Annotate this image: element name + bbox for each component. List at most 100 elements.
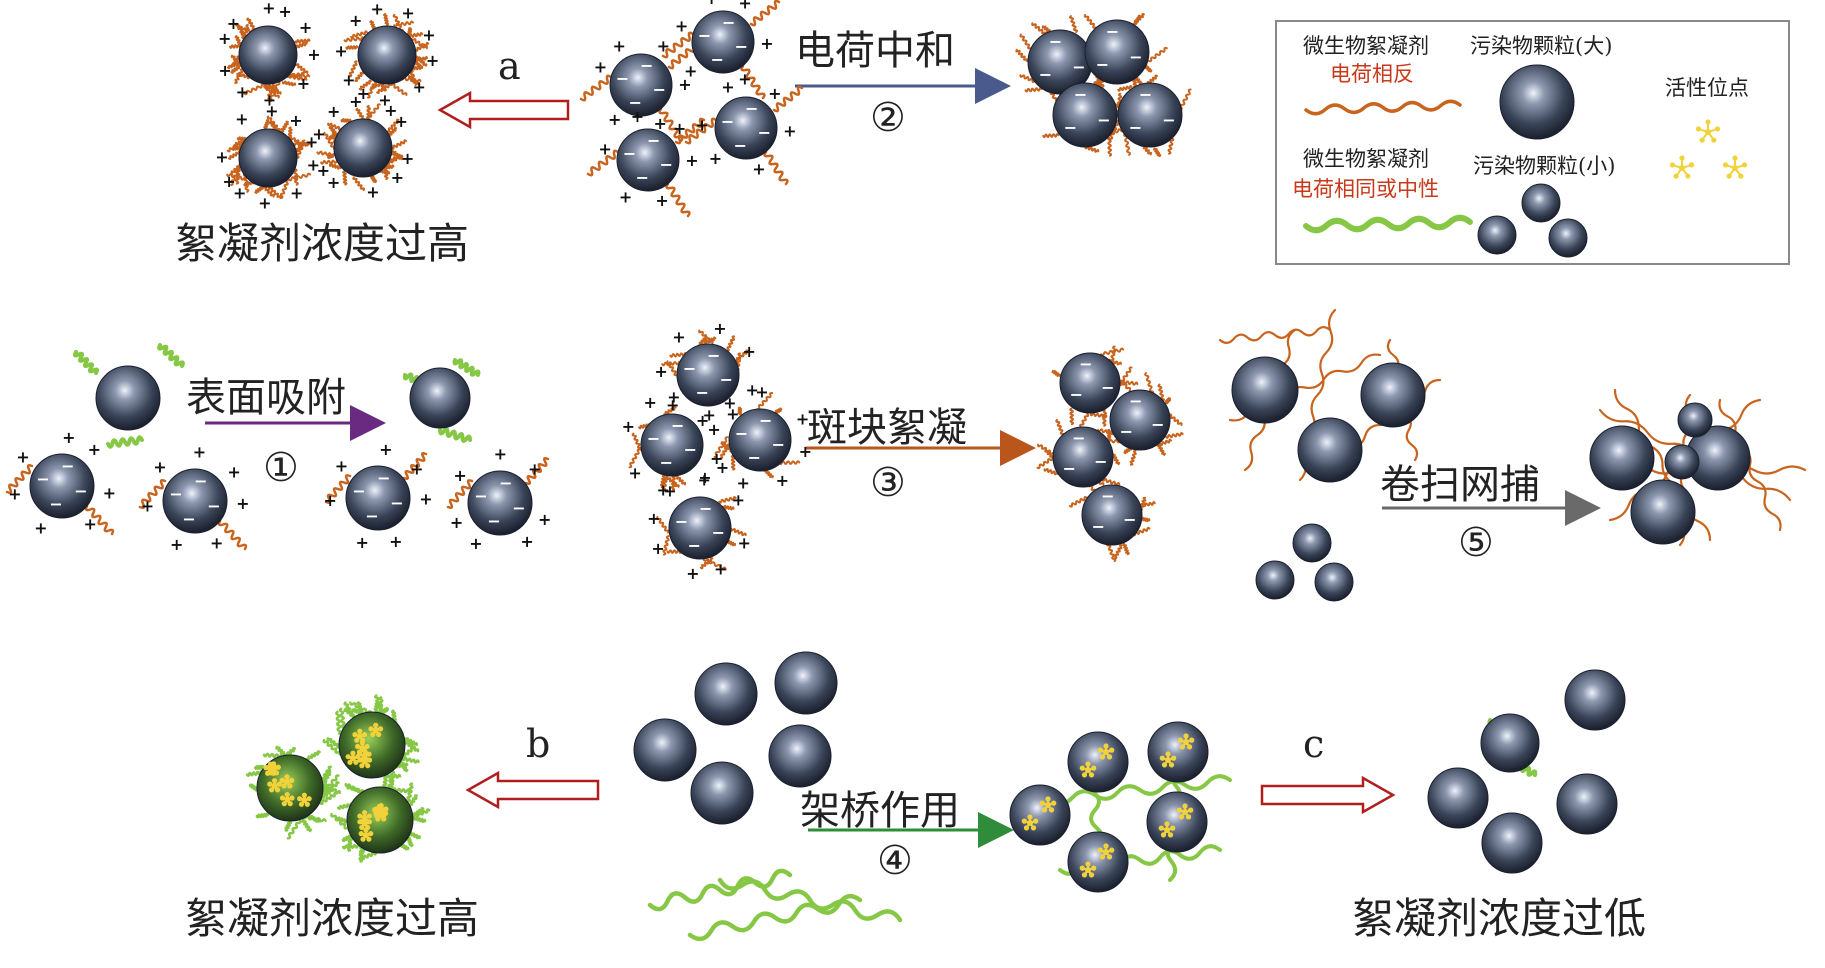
active-site-icon — [1159, 751, 1177, 768]
pollutant-particle — [690, 761, 754, 825]
flocculant-fiber — [749, 0, 781, 27]
bridging-fiber — [1048, 774, 1232, 806]
plus-charge-icon: + — [395, 112, 408, 131]
minus-charge-icon: − — [758, 123, 771, 142]
active-site-icon — [352, 728, 368, 743]
plus-charge-icon: + — [686, 564, 699, 583]
minus-charge-icon: − — [748, 448, 761, 467]
pollutant-particle — [1117, 82, 1183, 148]
minus-charge-icon: − — [365, 506, 378, 525]
particle-coat-fiber — [1106, 542, 1117, 563]
flocculant-fiber — [106, 435, 144, 449]
active-site-icon — [358, 827, 374, 842]
plus-charge-icon: + — [317, 161, 330, 180]
label-too-high-b: 絮凝剂浓度过高 — [185, 894, 480, 943]
pollutant-particle — [1297, 417, 1363, 483]
plus-charge-icon: + — [520, 532, 533, 551]
particle-coat-fiber — [322, 738, 342, 756]
plus-charge-icon: + — [222, 172, 235, 191]
active-site-icon — [357, 815, 373, 831]
particle-coat-fiber — [236, 72, 253, 80]
particle-coat-fiber — [345, 45, 359, 50]
pollutant-particle — [162, 468, 228, 534]
particle-coat-fiber — [268, 186, 282, 199]
route-letter-b: b — [526, 722, 551, 766]
minus-charge-icon: − — [36, 470, 49, 489]
particle-coat-fiber — [367, 78, 378, 99]
minus-charge-icon: − — [636, 168, 649, 187]
pollutant-particle — [1084, 19, 1150, 85]
plus-charge-icon: + — [469, 534, 482, 553]
pollutant-particle — [95, 365, 161, 431]
particle-coat-fiber — [1068, 495, 1088, 508]
plus-charge-icon: + — [401, 149, 414, 168]
plus-charge-icon: + — [422, 26, 435, 45]
legend-box — [1275, 20, 1790, 265]
plus-charge-icon: + — [698, 471, 711, 490]
particle-coat-fiber — [1109, 119, 1120, 140]
plus-charge-icon: + — [619, 187, 632, 206]
minus-charge-icon: − — [194, 472, 207, 491]
plus-charge-icon: + — [702, 406, 715, 425]
label-too-low-c: 絮凝剂浓度过低 — [1352, 894, 1647, 943]
particle-coat-fiber — [1156, 443, 1166, 456]
plus-charge-icon: + — [710, 449, 723, 468]
pollutant-particle — [1314, 562, 1354, 602]
particle-coat-fiber — [656, 516, 670, 534]
particle-coat-fiber — [412, 806, 425, 818]
particle-coat-fiber — [346, 785, 365, 794]
plus-charge-icon: + — [327, 102, 340, 121]
particle-coat-fiber — [253, 764, 265, 771]
minus-charge-icon: − — [745, 99, 758, 118]
plus-charge-icon: + — [752, 160, 765, 179]
flocculant-fiber — [658, 107, 684, 143]
plus-charge-icon: + — [684, 61, 697, 80]
particle-coat-fiber — [383, 13, 390, 26]
particle-coat-fiber — [340, 118, 352, 123]
free-green-fiber — [647, 868, 793, 912]
active-site-icon — [297, 792, 312, 807]
active-site-icon — [267, 778, 282, 793]
plus-charge-icon: + — [655, 191, 668, 210]
particle-coat-fiber — [1147, 46, 1168, 63]
particle-coat-fiber — [713, 436, 729, 459]
flocculant-fiber — [684, 117, 718, 145]
particle-coat-fiber — [405, 835, 414, 848]
minus-charge-icon: − — [1072, 428, 1085, 447]
label-bridging: 架桥作用 — [800, 788, 960, 834]
particle-coat-fiber — [358, 845, 365, 863]
minus-charge-icon: − — [474, 487, 487, 506]
active-site-icon — [1669, 155, 1695, 179]
plus-charge-icon: + — [737, 534, 750, 553]
minus-charge-icon: − — [1129, 391, 1142, 410]
active-site-icon — [1695, 119, 1721, 143]
pollutant-particle — [1292, 523, 1332, 563]
plus-charge-icon: + — [307, 155, 320, 174]
minus-charge-icon: − — [616, 69, 629, 88]
particle-coat-fiber — [415, 55, 428, 67]
minus-charge-icon: − — [182, 509, 195, 528]
minus-charge-icon: − — [711, 50, 724, 69]
plus-charge-icon: + — [538, 510, 551, 529]
minus-charge-icon: − — [169, 485, 182, 504]
coated-particle — [338, 711, 406, 779]
particle-coat-fiber — [376, 83, 392, 95]
particle-coat-fiber — [413, 816, 427, 824]
plus-charge-icon: + — [783, 121, 796, 140]
flocculant-fiber — [84, 504, 115, 536]
particle-coat-fiber — [348, 60, 358, 78]
pollutant-particle — [238, 25, 298, 85]
route-letter-a: a — [498, 44, 521, 88]
plus-charge-icon: + — [83, 514, 96, 533]
plus-charge-icon: + — [698, 468, 711, 487]
minus-charge-icon: − — [1101, 378, 1114, 397]
flocculant-fiber — [579, 74, 613, 102]
particle-coat-fiber — [734, 349, 750, 363]
pollutant-particle — [668, 496, 732, 560]
plus-charge-icon: + — [366, 182, 379, 201]
plus-charge-icon: + — [218, 29, 231, 48]
flocculant-fiber — [524, 456, 550, 486]
label-too-high-a: 絮凝剂浓度过高 — [175, 219, 470, 268]
label-surface-adsorption: 表面吸附 — [186, 375, 346, 421]
